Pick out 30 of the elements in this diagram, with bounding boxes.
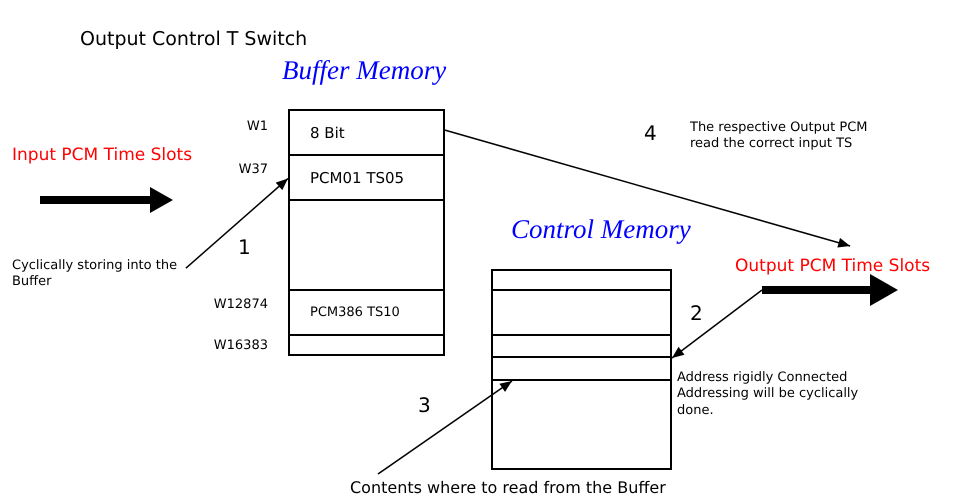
address-label: W37 xyxy=(238,162,268,177)
step-note: The respective Output PCM read the correct input TS xyxy=(690,120,868,152)
empty-memory-box xyxy=(491,291,672,336)
address-label: W16383 xyxy=(214,338,268,353)
empty-memory-box xyxy=(491,336,672,358)
memory-cell xyxy=(288,156,445,201)
cell-text: PCM01 TS05 xyxy=(310,168,404,186)
address-label: W12874 xyxy=(214,297,268,312)
arrow xyxy=(444,129,850,248)
empty-memory-box xyxy=(491,381,672,470)
cell-text: 8 Bit xyxy=(310,124,345,142)
memory-title: Control Memory xyxy=(511,214,691,245)
note-text: Output PCM Time Slots xyxy=(735,246,970,278)
arrow xyxy=(185,178,288,269)
memory-cell xyxy=(288,109,445,156)
arrow xyxy=(378,380,512,475)
address-label: W1 xyxy=(246,119,268,134)
input-label: Input PCM Time Slots xyxy=(12,145,192,166)
step-note: Address rigidly Connected Addressing will be cyclically done. xyxy=(677,370,860,419)
empty-memory-box xyxy=(491,269,672,291)
empty-memory-box xyxy=(288,336,445,356)
memory-cell xyxy=(288,291,445,336)
empty-memory-box xyxy=(288,201,445,291)
diagram-title: Output Control T Switch xyxy=(80,28,308,50)
cell-text: PCM386 TS10 xyxy=(310,305,400,320)
arrow xyxy=(672,289,762,359)
empty-memory-box xyxy=(491,358,672,381)
note-text: Contents where to read from the Buffer xyxy=(350,474,750,500)
note-text: Cyclically storing into the Buffer xyxy=(12,258,197,292)
memory-title: Buffer Memory xyxy=(282,55,446,86)
